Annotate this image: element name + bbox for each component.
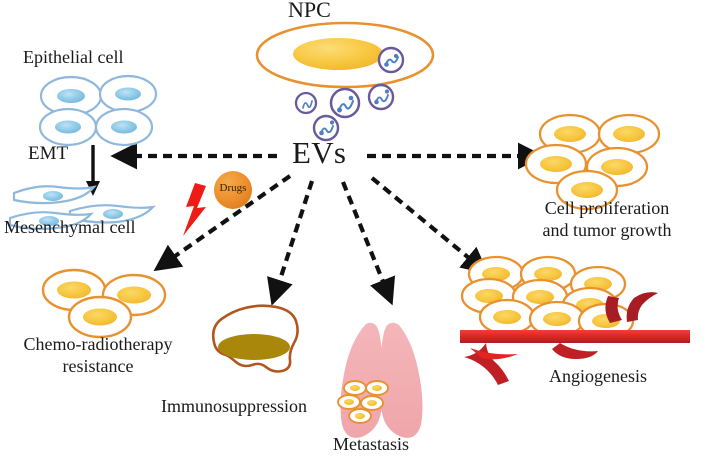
metastatic-cell (365, 380, 389, 396)
blood-vessel-main (460, 330, 690, 343)
metastasis-label: Metastasis (333, 434, 409, 454)
arrow-to-metastasis (341, 181, 396, 306)
mesenchymal-cell (8, 211, 94, 231)
drugs-label: Drugs (219, 182, 247, 194)
epithelial-cell (98, 74, 158, 114)
chemoresistance-label-line1: Chemo-radiotherapy (23, 334, 173, 354)
proliferation-label-line2: and tumor growth (542, 220, 672, 240)
npc-label: NPC (288, 0, 331, 22)
tumor-cell (555, 169, 619, 211)
tumor-cell (478, 298, 536, 336)
immunosuppression-label: Immunosuppression (161, 396, 307, 416)
metastatic-cell (343, 380, 367, 396)
chemoresistance-cell-cluster (41, 268, 167, 339)
angiogenesis-tumor-cluster (460, 255, 635, 340)
vesicle-budding (377, 46, 405, 74)
vessel-sprout-lower-right (552, 343, 598, 359)
angiogenesis-label: Angiogenesis (549, 366, 647, 386)
chemoresistance-label-line2: resistance (62, 356, 134, 376)
arrow-to-angiogenesis (370, 176, 489, 275)
tumor-cell (67, 295, 133, 339)
radiation-bolt-icon (183, 183, 206, 236)
epithelial-cell (39, 75, 103, 117)
vessel-sprout-upper-right (626, 292, 658, 322)
evs-hub-label: EVs (292, 135, 347, 170)
vesicle-1 (294, 91, 318, 115)
arrow-to-immunosuppression (267, 180, 314, 306)
vesicle-2 (329, 87, 361, 119)
arrow-to-chemoresistance (153, 174, 292, 272)
mesenchymal-cell-cluster (8, 185, 156, 231)
arrow-group (110, 142, 545, 306)
vesicle-3 (367, 83, 395, 111)
epithelial-cell-label: Epithelial cell (23, 47, 124, 67)
metastatic-cell (337, 394, 361, 410)
immune-cell-nucleus (218, 334, 290, 360)
proliferation-label-line1: Cell proliferation (544, 198, 670, 218)
lung-illustration (337, 322, 423, 438)
drugs-icon (214, 171, 252, 209)
vessel-sprout-arrow (470, 348, 518, 360)
mesenchymal-cell (12, 185, 97, 205)
mesenchymal-cell (68, 204, 156, 224)
npc-cell-nucleus (293, 38, 383, 70)
vessel-sprout-upper-left (605, 296, 622, 323)
metastatic-cell (360, 395, 384, 411)
angiogenesis-illustration (460, 255, 690, 385)
npc-source-cell (255, 21, 435, 89)
metastatic-cell (348, 408, 372, 424)
lung-right (380, 322, 423, 438)
tumor-cell (538, 113, 602, 155)
immunosuppression-cell (211, 304, 299, 373)
proliferation-cell-cluster (524, 113, 661, 211)
tumor-cell (528, 300, 586, 338)
tumor-cell (597, 113, 661, 155)
emt-label: EMT (28, 143, 69, 164)
epithelial-cell (94, 107, 154, 147)
mesenchymal-cell-label: Mesenchymal cell (4, 217, 136, 237)
epithelial-cell-cluster (38, 74, 158, 147)
epithelial-cell (38, 107, 98, 147)
vesicle-group (294, 46, 405, 142)
vesicle-4 (312, 114, 340, 142)
vessel-sprout-lower-left (464, 343, 509, 385)
metastatic-cell-cluster (337, 380, 389, 424)
